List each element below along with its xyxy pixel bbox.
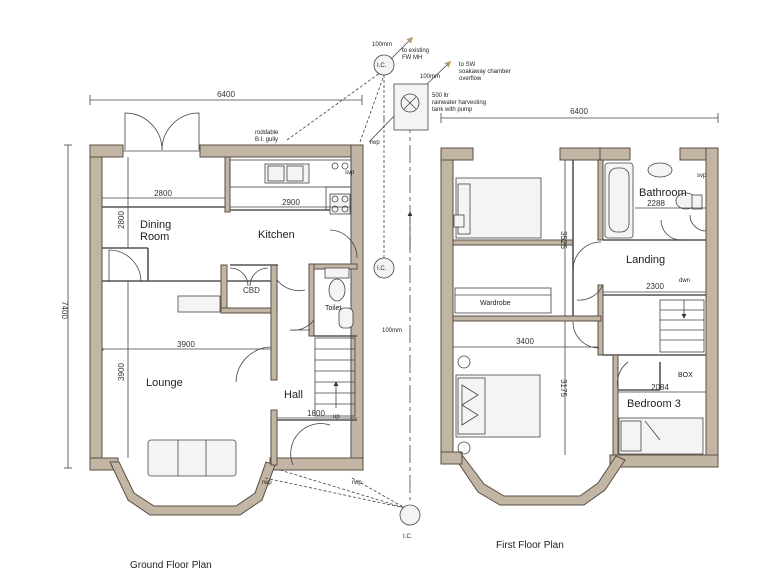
room-label-landing: Landing	[626, 254, 665, 266]
bedroom-1-furniture	[453, 177, 552, 314]
french-doors	[123, 112, 200, 152]
bed2-height-dim: 3175	[559, 379, 568, 397]
stairs-up-label: up	[333, 414, 340, 420]
ground-width-dim: 6400	[217, 90, 235, 99]
first-floor-doors	[572, 219, 682, 389]
stairs-down-label: dwn	[679, 278, 690, 284]
note-tank-line-2: rainwater harvesting	[432, 100, 486, 106]
first-floor-plan: 6400 3525 2288 2300 3400 3175 2084 Bathr…	[440, 107, 719, 551]
ic-label-top: I.C.	[377, 63, 387, 69]
rwp-label-top: rwp	[370, 140, 380, 146]
ground-floor-dimension-lines	[64, 95, 363, 469]
note-to-sw-line-2: soakaway chamber	[459, 69, 511, 75]
pipe-size-sw: 100mm	[420, 74, 440, 80]
room-label-bedroom-3: Bedroom 3	[627, 398, 681, 410]
note-gully-line-1: roddable	[255, 130, 279, 136]
bed1-height-dim: 3525	[559, 231, 568, 249]
ground-floor-plan: 6400 7400 2800 2800 2900 3900 3900 1800 …	[60, 90, 380, 571]
note-to-sw-line-1: to SW	[459, 62, 476, 68]
ground-floor-caption: Ground Floor Plan	[130, 560, 212, 571]
room-label-cbd: CBD	[243, 286, 260, 295]
bathroom-fittings	[604, 162, 707, 239]
note-to-sw-line-3: overflow	[459, 76, 482, 82]
bedroom-3-furniture	[618, 417, 704, 455]
bed3-width-dim: 2084	[651, 383, 669, 392]
ic-label-mid: I.C.	[377, 266, 387, 272]
first-floor-internal-walls	[452, 159, 706, 456]
inspection-chamber-mid	[373, 257, 395, 279]
room-label-hall: Hall	[284, 389, 303, 401]
first-floor-dimension-lines	[440, 113, 719, 455]
first-floor-caption: First Floor Plan	[496, 540, 564, 551]
ground-floor-internal-walls	[101, 156, 358, 466]
pipe-size-top: 100mm	[372, 42, 392, 48]
hall-width-dim: 1800	[307, 409, 325, 418]
ground-floor-doors	[108, 229, 358, 466]
room-label-dining-line-2: Room	[140, 231, 169, 243]
rwp-label-bottom-left: rwp	[262, 480, 272, 486]
room-label-kitchen: Kitchen	[258, 229, 295, 241]
note-gully-line-2: B.I. gully	[255, 137, 278, 143]
kitchen-fittings	[229, 159, 352, 215]
kitchen-width-dim: 2900	[282, 198, 300, 207]
ic-label-bottom: I.C.	[403, 534, 413, 540]
room-label-dining-line-1: Dining	[140, 219, 171, 231]
dining-width-dim: 2800	[154, 189, 172, 198]
note-to-fw-mh-line-2: FW MH	[402, 55, 422, 61]
lounge-furniture	[147, 295, 237, 477]
note-to-fw-mh-line-1: to existing	[402, 48, 429, 54]
note-tank-line-1: 500 ltr	[432, 93, 449, 99]
first-width-dim: 6400	[570, 107, 588, 116]
room-label-lounge: Lounge	[146, 377, 183, 389]
inspection-chamber-bottom	[399, 504, 421, 526]
pipe-size-mid: 100mm	[382, 328, 402, 334]
lounge-width-dim: 3900	[177, 340, 195, 349]
note-tank-line-3: tank with pump	[432, 107, 473, 113]
room-label-bathroom: Bathroom	[639, 187, 687, 199]
dining-height-dim: 2800	[117, 211, 126, 229]
lounge-height-dim: 3900	[117, 363, 126, 381]
first-floor-staircase	[659, 299, 705, 353]
ground-floor-outer-walls	[89, 144, 364, 516]
ground-floor-staircase	[314, 337, 356, 417]
rwp-label-bottom-right: rwp	[352, 480, 362, 486]
room-label-toilet: Toilet	[325, 305, 341, 312]
toilet-fittings	[324, 267, 354, 329]
bedroom-2-furniture	[455, 355, 541, 455]
svp-label-bathroom: svp	[697, 173, 707, 179]
first-floor-outer-walls	[440, 147, 719, 506]
bath-width-dim: 2288	[647, 199, 665, 208]
ground-height-dim: 7400	[60, 301, 69, 319]
room-label-box: BOX	[678, 372, 693, 379]
svp-label-kitchen: svp	[345, 170, 355, 176]
room-label-wardrobe: Wardrobe	[480, 300, 511, 307]
landing-width-dim: 2300	[646, 282, 664, 291]
bed2-width-dim: 3400	[516, 337, 534, 346]
inspection-chamber-top	[373, 54, 395, 76]
